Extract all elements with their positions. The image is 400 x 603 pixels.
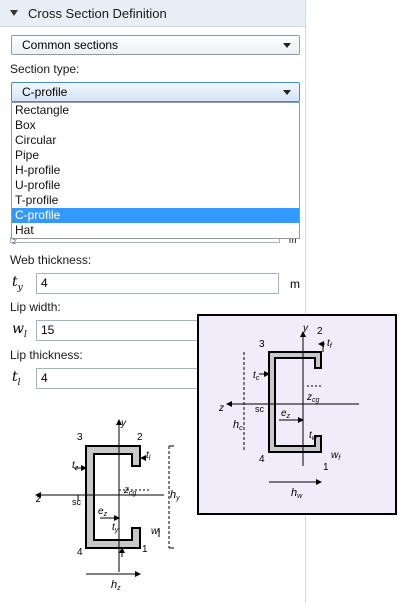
section-header[interactable]: Cross Section Definition — [0, 0, 305, 27]
popup-shear-center-label: sc — [255, 404, 265, 414]
popup-ez-label: ez — [281, 408, 291, 420]
point-1-label: 1 — [142, 544, 148, 555]
ez-label: ez — [98, 506, 108, 518]
axis-z-label: z — [35, 494, 41, 505]
dropdown-arrow-icon — [283, 43, 291, 48]
popup-point-1-label: 1 — [323, 462, 329, 473]
lip-width-input[interactable]: 15 — [36, 320, 199, 341]
hidden-input-edge — [10, 237, 280, 243]
dropdown-option[interactable]: Circular — [15, 133, 57, 147]
dropdown-option[interactable]: H-profile — [15, 163, 61, 177]
dropdown-arrow-icon — [283, 90, 291, 95]
popup-hw-label: hw — [291, 487, 303, 500]
web-thickness-unit: m — [290, 277, 300, 291]
lip-thickness-symbol: tl — [12, 369, 21, 388]
popup-tc-label: tc — [253, 370, 260, 382]
section-type-label: Section type: — [10, 62, 80, 76]
c-profile-diagram: 3 2 4 1 y z sc tz tl zcg ez ty hy wl hz — [14, 402, 214, 600]
lip-width-label: Lip width: — [10, 300, 61, 314]
popup-wf-label: wf — [331, 450, 341, 462]
hy-label: hy — [170, 489, 180, 502]
common-sections-value: Common sections — [22, 38, 119, 52]
popup-hc-label: hc — [233, 419, 243, 432]
popup-axis-z-label: z — [218, 403, 224, 414]
lip-thickness-label: Lip thickness: — [10, 348, 83, 362]
shear-center-label: sc — [72, 497, 82, 507]
dropdown-option[interactable]: U-profile — [15, 178, 61, 192]
popup-tw-label: tw — [309, 430, 318, 442]
popup-tf-label: tf — [327, 338, 333, 350]
dropdown-option[interactable]: Hat — [15, 223, 34, 237]
dropdown-option[interactable]: C-profile — [12, 208, 299, 223]
dropdown-option[interactable]: T-profile — [15, 193, 59, 207]
point-4-label: 4 — [77, 547, 83, 558]
point-2-label: 2 — [137, 432, 143, 443]
ty-label: ty — [112, 522, 119, 534]
collapse-caret-icon[interactable] — [10, 10, 18, 16]
section-type-select[interactable]: C-profile — [11, 82, 300, 102]
popup-point-2-label: 2 — [317, 326, 323, 337]
web-thickness-input[interactable]: 4 — [36, 273, 279, 294]
web-thickness-label: Web thickness: — [10, 253, 92, 267]
hz-label: hz — [111, 579, 121, 592]
section-type-value: C-profile — [22, 85, 68, 99]
popup-axis-y-label: y — [302, 323, 309, 334]
common-sections-select[interactable]: Common sections — [11, 35, 300, 55]
lip-thickness-input[interactable]: 4 — [36, 368, 199, 389]
tl-label: tl — [146, 450, 151, 462]
section-title: Cross Section Definition — [28, 5, 167, 21]
hidden-symbol-fragment: z — [12, 237, 17, 247]
point-3-label: 3 — [77, 432, 83, 443]
dropdown-option[interactable]: Pipe — [15, 148, 40, 162]
popup-point-3-label: 3 — [259, 339, 265, 350]
wl-label: wl — [151, 526, 160, 538]
popup-zcg-label: zcg — [306, 392, 320, 404]
lip-width-symbol: wl — [12, 321, 27, 340]
dropdown-option[interactable]: Rectangle — [15, 103, 70, 117]
dropdown-option[interactable]: Box — [15, 118, 36, 132]
tz-label: tz — [72, 460, 79, 472]
hidden-unit-fragment: m — [289, 235, 297, 245]
zcg-label: zcg — [123, 485, 137, 497]
axis-y-label: y — [120, 418, 127, 429]
web-thickness-symbol: ty — [12, 274, 23, 293]
c-profile-tooltip-diagram: 3 2 4 1 y z sc tc tf zcg ez tw hc wf hw — [197, 314, 397, 515]
settings-panel: Cross Section Definition Common sections… — [0, 0, 306, 603]
popup-point-4-label: 4 — [259, 454, 265, 465]
